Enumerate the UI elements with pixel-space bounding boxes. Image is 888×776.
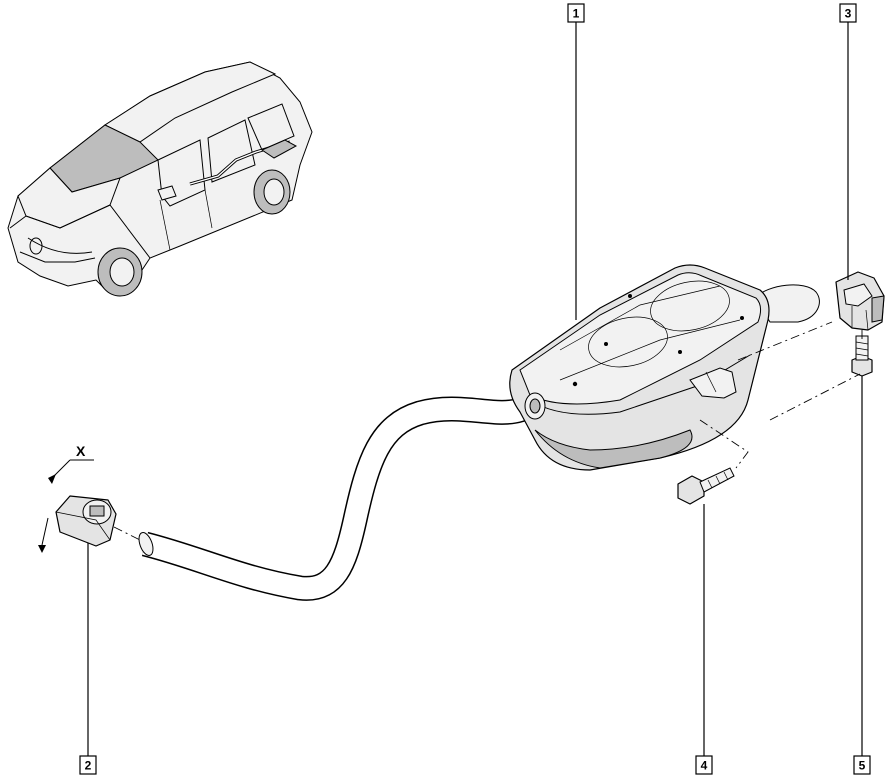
bolt-5 bbox=[851, 335, 873, 377]
callout-1: 1 bbox=[567, 3, 585, 23]
callout-4-label: 4 bbox=[701, 759, 708, 773]
bolt-4 bbox=[677, 467, 735, 505]
hanger-bracket bbox=[835, 271, 885, 331]
callout-3-label: 3 bbox=[845, 7, 852, 21]
callout-5: 5 bbox=[853, 755, 871, 775]
muffler bbox=[509, 264, 820, 471]
callout-4: 4 bbox=[695, 755, 713, 775]
callout-3: 3 bbox=[839, 3, 857, 23]
exhaust-pipe bbox=[138, 390, 545, 601]
assembly-center-lines bbox=[113, 321, 863, 541]
callout-5-label: 5 bbox=[859, 759, 866, 773]
clamp: X bbox=[38, 443, 117, 553]
leader-lines bbox=[87, 22, 863, 756]
callout-2-label: 2 bbox=[85, 759, 92, 773]
dimension-x-label: X bbox=[76, 443, 86, 459]
car-overview-illustration bbox=[7, 61, 313, 297]
callout-2: 2 bbox=[79, 755, 97, 775]
callout-1-label: 1 bbox=[573, 7, 580, 21]
